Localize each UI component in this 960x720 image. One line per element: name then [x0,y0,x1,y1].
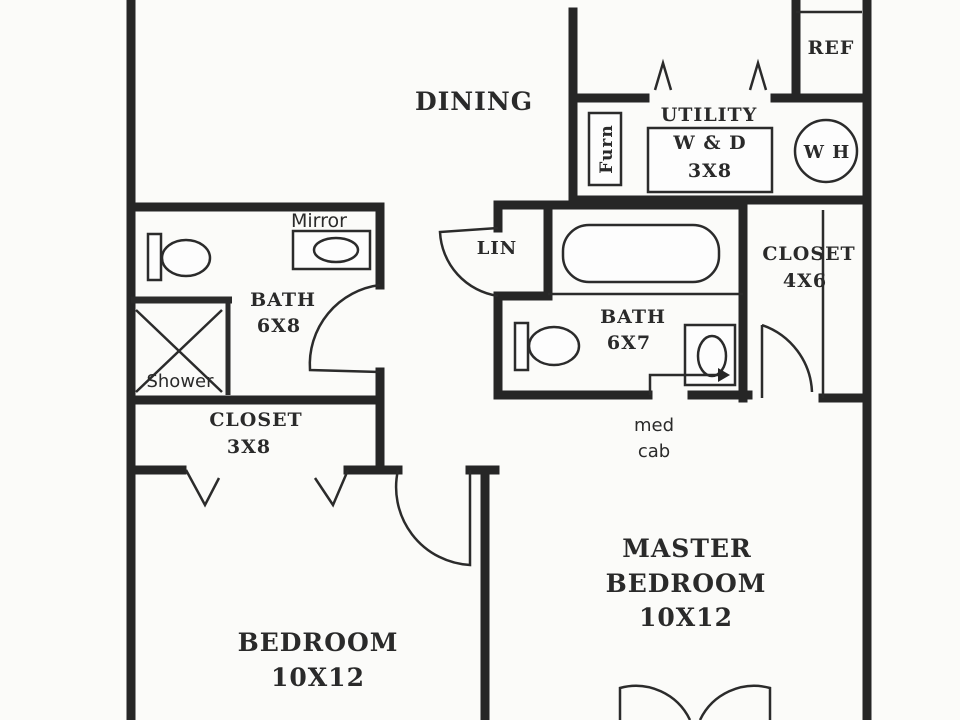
med-cab-pointer [648,373,725,395]
left-bath-door-arc [308,283,381,374]
label-closet-left: CLOSET [209,409,302,431]
label-mirror: Mirror [291,210,347,232]
label-shower: Shower [146,371,214,392]
label-cab: cab [638,441,670,462]
label-closet-right-size: 4X6 [783,270,827,292]
left-closet-door-b [313,469,350,508]
bedroom-door-arc [394,469,472,567]
utility-door-right [748,58,768,91]
label-ref: REF [808,37,855,59]
labels: DINING REF UTILITY W & D 3X8 Furn W H LI… [146,37,855,692]
center-sink [696,334,728,378]
lin-door-arc [438,226,499,298]
left-toilet-tank [146,232,163,282]
label-bath-left: BATH [250,289,316,311]
left-closet-door-a [184,469,221,508]
label-wh: W H [803,142,851,163]
bathtub [561,223,721,284]
label-master-line2: BEDROOM [606,569,767,598]
master-door-left [618,684,692,720]
med-cab-arrow [718,368,730,382]
right-closet-door-arc [760,323,814,398]
label-dining: DINING [415,87,533,116]
label-bath-left-size: 6X8 [257,315,301,337]
center-toilet-tank [513,321,530,372]
water-heater [793,118,859,184]
label-utility-size: 3X8 [688,160,732,182]
label-med: med [634,415,674,436]
furnace [587,111,623,187]
fixtures [135,10,862,720]
label-furn: Furn [597,124,617,173]
label-master-size: 10X12 [639,603,733,632]
shower-x-2 [135,309,223,393]
label-utility: UTILITY [661,104,758,126]
label-closet-left-size: 3X8 [227,436,271,458]
label-master: MASTER [622,534,752,563]
label-bedroom: BEDROOM [238,628,399,657]
label-wd: W & D [672,132,746,154]
label-bath-center-size: 6X7 [607,332,651,354]
utility-door-left [653,58,673,91]
label-closet-right: CLOSET [762,243,855,265]
master-door-right [698,684,772,720]
left-toilet-bowl [160,238,212,278]
label-bedroom-size: 10X12 [271,663,365,692]
label-lin: LIN [477,238,518,259]
left-sink [312,236,360,264]
label-bath-center: BATH [600,306,666,328]
walls [126,0,872,720]
center-toilet-bowl [527,325,581,367]
washer-dryer [646,126,774,194]
